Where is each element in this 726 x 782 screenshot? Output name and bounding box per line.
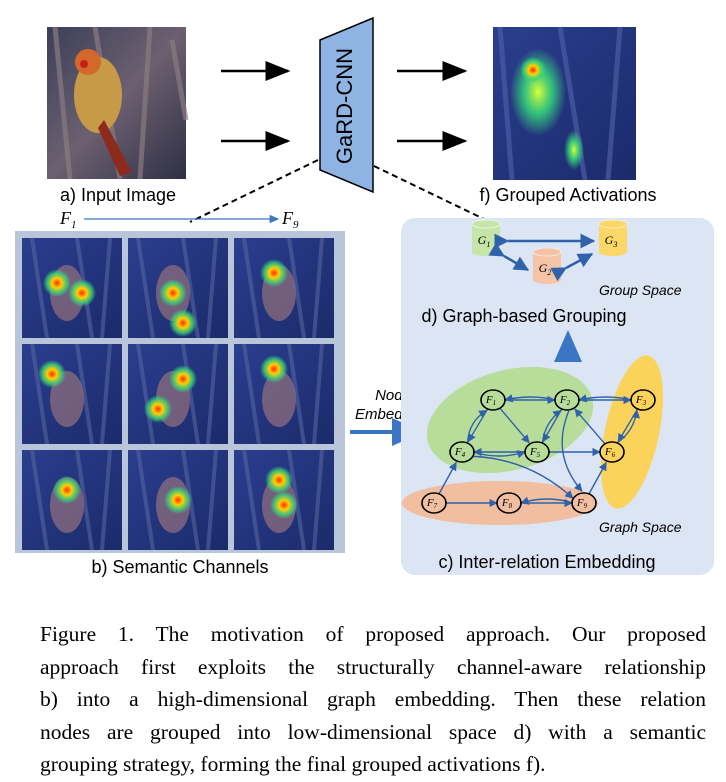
label-semantic-channels: b) Semantic Channels bbox=[91, 557, 268, 577]
channel-thumbnail bbox=[22, 237, 122, 339]
graph-edge bbox=[438, 461, 457, 494]
graph-edge bbox=[504, 394, 557, 403]
f-last-label: F9 bbox=[281, 208, 299, 231]
label-input-image: a) Input Image bbox=[60, 185, 176, 205]
graph-edge bbox=[472, 450, 526, 459]
channel-thumbnail bbox=[22, 449, 122, 551]
semantic-channels-grid bbox=[15, 231, 345, 553]
svg-text:F7: F7 bbox=[426, 497, 438, 510]
svg-text:F2: F2 bbox=[559, 394, 571, 407]
graph-node: F6 bbox=[599, 441, 625, 463]
graph-edge bbox=[617, 409, 640, 444]
svg-text:F3: F3 bbox=[635, 394, 647, 407]
channel-thumbnail bbox=[234, 343, 334, 445]
channel-thumbnail bbox=[234, 237, 334, 339]
graph-node: F7 bbox=[421, 492, 447, 514]
graph-node: F4 bbox=[449, 441, 475, 463]
svg-text:F1: F1 bbox=[485, 394, 496, 407]
network-block bbox=[319, 16, 374, 194]
channel-thumbnail bbox=[22, 343, 122, 445]
caption-line: nodes are grouped into low-dimensional s… bbox=[40, 719, 706, 744]
graph-node: F8 bbox=[496, 492, 522, 514]
group-space-label: Group Space bbox=[599, 282, 682, 298]
graph-edge bbox=[541, 409, 562, 443]
caption-line: Figure 1. The motivation of proposed app… bbox=[40, 622, 706, 646]
svg-text:F4: F4 bbox=[454, 446, 466, 459]
caption-line: grouping strategy, forming the final gro… bbox=[40, 752, 546, 776]
caption-line: approach first exploits the structurally… bbox=[40, 654, 706, 679]
channel-thumbnail bbox=[128, 237, 228, 339]
yellow-cluster bbox=[601, 355, 663, 509]
graph-node: F2 bbox=[554, 389, 580, 411]
graph-edge bbox=[466, 409, 488, 443]
graph-edge bbox=[472, 455, 574, 499]
group-node: G1 bbox=[471, 219, 501, 256]
channel-thumbnail bbox=[234, 449, 334, 551]
graph-edge bbox=[574, 408, 606, 445]
graph-edge bbox=[561, 410, 583, 492]
graph-edge bbox=[520, 496, 574, 505]
orange-cluster bbox=[402, 481, 598, 525]
group-edge-1-2 bbox=[488, 242, 530, 272]
graph-node: F3 bbox=[630, 389, 656, 411]
label-inter-relation: c) Inter-relation Embedding bbox=[438, 552, 655, 572]
caption-line: b) into a high-dimensional graph embeddi… bbox=[40, 687, 706, 711]
dashed-link-right bbox=[373, 165, 487, 221]
graph-edge bbox=[588, 461, 607, 494]
grouped-activations-image bbox=[493, 26, 636, 181]
figure-caption: Figure 1. The motivation of proposed app… bbox=[40, 618, 706, 781]
graph-node: F5 bbox=[524, 441, 550, 463]
network-label: GaRD-CNN bbox=[332, 48, 357, 164]
input-image bbox=[47, 26, 189, 180]
graph-edge bbox=[499, 407, 530, 444]
group-node: G2 bbox=[532, 247, 562, 284]
graph-edge bbox=[578, 394, 633, 403]
svg-text:F5: F5 bbox=[529, 446, 541, 459]
graph-space-label: Graph Space bbox=[599, 519, 682, 535]
svg-text:F8: F8 bbox=[501, 497, 513, 510]
svg-text:F9: F9 bbox=[576, 497, 588, 510]
channel-thumbnail bbox=[128, 343, 228, 445]
label-grouped-activations: f) Grouped Activations bbox=[479, 185, 656, 205]
group-edge-2-3 bbox=[550, 252, 594, 282]
f-first-label: F1 bbox=[59, 208, 77, 231]
svg-text:F6: F6 bbox=[604, 446, 616, 459]
motivation-figure: GaRD-CNN a) Input Image f) Grouped Activ… bbox=[15, 16, 714, 577]
label-graph-grouping: d) Graph-based Grouping bbox=[421, 306, 626, 326]
channel-thumbnail bbox=[128, 449, 228, 551]
graph-node: F1 bbox=[480, 389, 506, 411]
dashed-link-left bbox=[189, 159, 319, 223]
group-node: G3 bbox=[598, 219, 628, 256]
graph-node: F9 bbox=[571, 492, 597, 514]
